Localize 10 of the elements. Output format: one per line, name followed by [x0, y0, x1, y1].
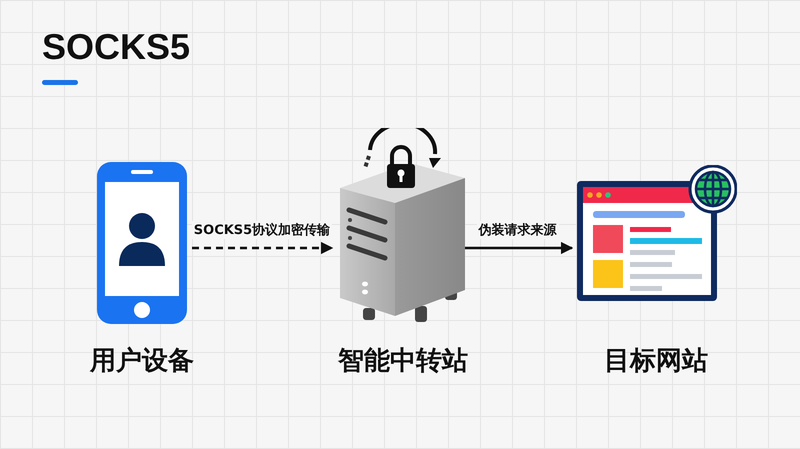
dashed-arrow [192, 242, 334, 254]
node-label: 目标网站 [604, 345, 708, 378]
edge-label: 伪装请求来源 [476, 221, 558, 239]
phone-drawing [95, 160, 189, 326]
edge-label: SOCKS5协议加密传输 [192, 221, 332, 239]
arrow [463, 242, 574, 254]
browser-window-drawing [575, 165, 737, 303]
title: SOCKS5 [42, 26, 190, 68]
node-label: 用户设备 [90, 345, 194, 378]
node-label: 智能中转站 [338, 345, 468, 378]
